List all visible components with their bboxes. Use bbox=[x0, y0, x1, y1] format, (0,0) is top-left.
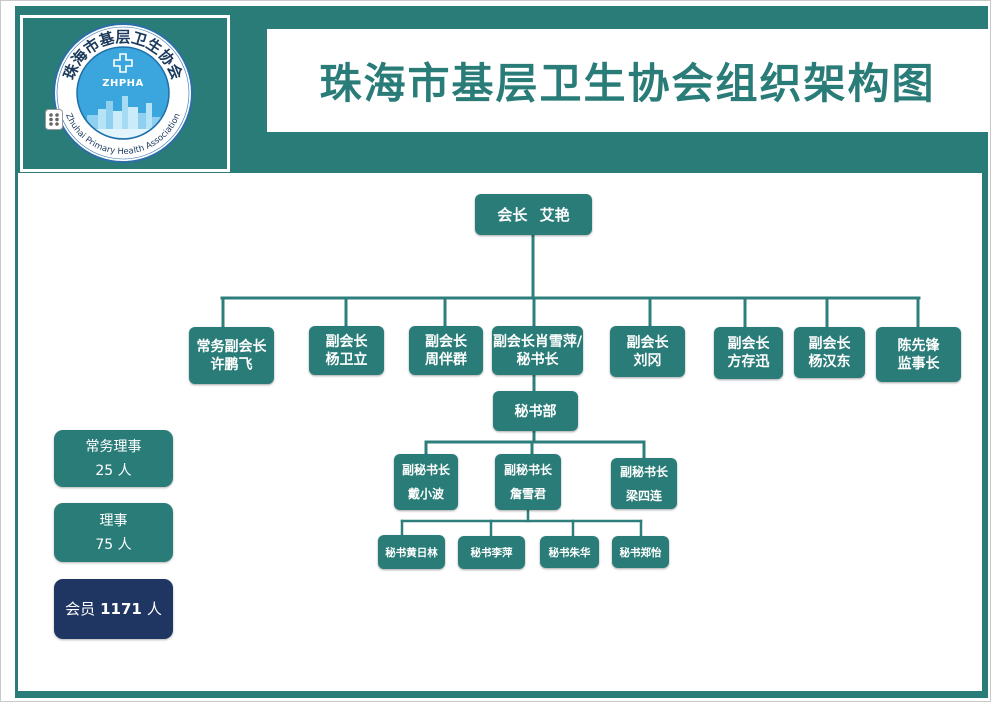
leadership-node-vice-president: 副会长 杨汉东 bbox=[794, 327, 865, 378]
node-name: 杨汉东 bbox=[808, 353, 851, 370]
medical-cross-icon bbox=[113, 53, 133, 73]
title-box: 珠海市基层卫生协会组织架构图 bbox=[267, 29, 988, 132]
node-title: 副秘书长 bbox=[503, 463, 552, 477]
node-name: 梁四连 bbox=[625, 488, 662, 503]
node-label: 秘书黄日林 bbox=[385, 546, 438, 559]
deputy-secretary-node: 副秘书长 詹雪君 bbox=[495, 454, 561, 510]
secretary-node: 秘书朱华 bbox=[540, 536, 599, 568]
leadership-node-executive-vice-president: 常务副会长 许鹏飞 bbox=[189, 327, 274, 384]
stat-label: 常务理事 bbox=[85, 438, 142, 455]
stat-count: 75 人 bbox=[95, 536, 132, 553]
leadership-node-vice-president: 副会长 周伴群 bbox=[409, 326, 483, 375]
stat-box-directors: 理事 75 人 bbox=[54, 503, 173, 562]
node-name: 陈先锋 bbox=[897, 337, 940, 354]
node-title: 副会长 bbox=[425, 333, 467, 350]
stat-count: 1171 bbox=[100, 600, 142, 618]
association-logo: ZHPHA 珠海市基层卫生协会 Zhuhai Primary Health As… bbox=[53, 23, 193, 163]
node-name: 戴小波 bbox=[407, 487, 444, 501]
leadership-node-vice-president: 副会长 方存迅 bbox=[714, 327, 783, 379]
node-name: 刘冈 bbox=[633, 352, 662, 369]
stat-box-members: 会员 1171 人 bbox=[54, 579, 173, 639]
node-title: 副秘书长 bbox=[619, 464, 668, 479]
node-name: 秘书长 bbox=[516, 351, 559, 368]
node-name: 杨卫立 bbox=[325, 351, 368, 368]
node-label: 秘书朱华 bbox=[548, 546, 591, 559]
stat-count: 25 人 bbox=[95, 462, 132, 479]
node-title: 副会长 bbox=[626, 334, 669, 351]
stat-unit: 人 bbox=[146, 600, 162, 618]
secretariat-node: 秘书部 bbox=[493, 391, 578, 431]
deputy-secretary-node: 副秘书长 戴小波 bbox=[394, 454, 458, 510]
president-node: 会长 艾艳 bbox=[475, 194, 592, 235]
node-name: 方存迅 bbox=[727, 354, 770, 370]
stat-label: 会员 bbox=[65, 600, 96, 618]
node-name: 詹雪君 bbox=[509, 487, 546, 501]
node-title: 副秘书长 bbox=[401, 463, 450, 477]
leadership-node-chief-supervisor: 陈先锋 监事长 bbox=[876, 327, 961, 382]
node-label: 秘书李萍 bbox=[470, 547, 513, 559]
node-label: 秘书部 bbox=[514, 404, 557, 420]
dice-icon bbox=[45, 109, 63, 130]
node-name: 许鹏飞 bbox=[210, 356, 253, 373]
secretary-node: 秘书李萍 bbox=[458, 536, 525, 569]
node-title: 副会长 bbox=[325, 333, 368, 350]
page-title: 珠海市基层卫生协会组织架构图 bbox=[319, 59, 936, 108]
leadership-node-vice-president: 副会长 杨卫立 bbox=[309, 326, 384, 375]
node-title: 副会长 bbox=[808, 335, 851, 352]
node-title: 副会长肖雪萍/ bbox=[492, 333, 583, 350]
leadership-node-vice-president-secretary-general: 副会长肖雪萍/ 秘书长 bbox=[492, 326, 583, 375]
chart-area bbox=[18, 173, 982, 691]
secretary-node: 秘书黄日林 bbox=[378, 535, 445, 569]
secretary-node: 秘书郑怡 bbox=[612, 536, 669, 568]
node-title: 监事长 bbox=[897, 355, 940, 372]
node-name: 周伴群 bbox=[425, 351, 467, 368]
leadership-node-vice-president: 副会长 刘冈 bbox=[610, 326, 685, 377]
node-title: 副会长 bbox=[727, 336, 770, 352]
logo-abbr: ZHPHA bbox=[102, 78, 144, 89]
stat-label: 理事 bbox=[99, 512, 128, 529]
deputy-secretary-node: 副秘书长 梁四连 bbox=[611, 458, 677, 509]
stat-box-standing-directors: 常务理事 25 人 bbox=[54, 430, 173, 487]
node-title: 常务副会长 bbox=[196, 338, 267, 355]
node-label: 秘书郑怡 bbox=[619, 546, 662, 559]
node-label: 会长 艾艳 bbox=[497, 206, 570, 224]
